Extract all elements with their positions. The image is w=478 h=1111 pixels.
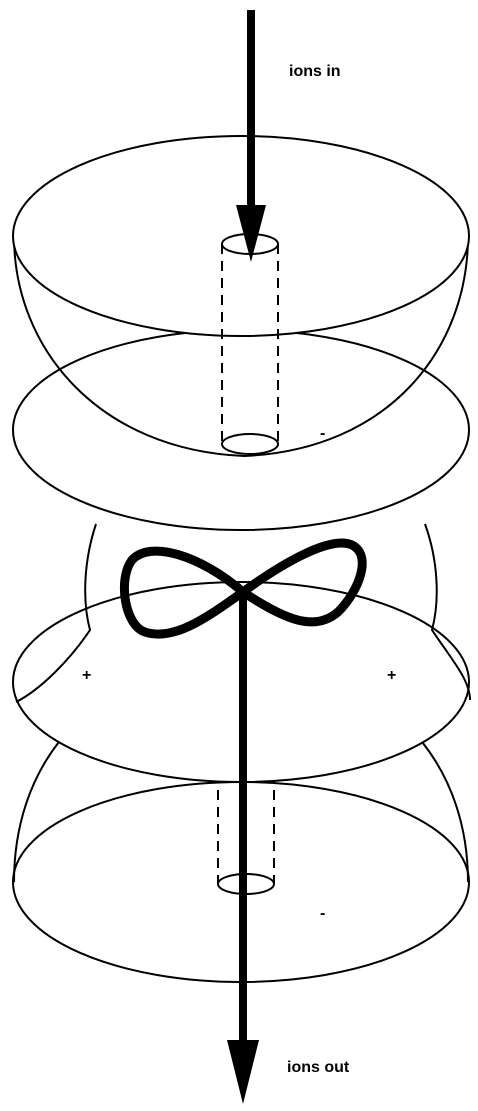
right-plus-sign: + [387,667,396,684]
left-plus-sign: + [82,667,91,684]
ions-out-arrow-head [227,1040,259,1104]
upper-minus-sign: - [320,425,325,442]
ions-in-label: ions in [289,63,341,80]
ring-upper-ellipse [13,330,469,530]
lower-minus-sign: - [320,905,325,922]
top-electrode-rim [13,136,469,336]
ions-out-label: ions out [287,1059,350,1076]
